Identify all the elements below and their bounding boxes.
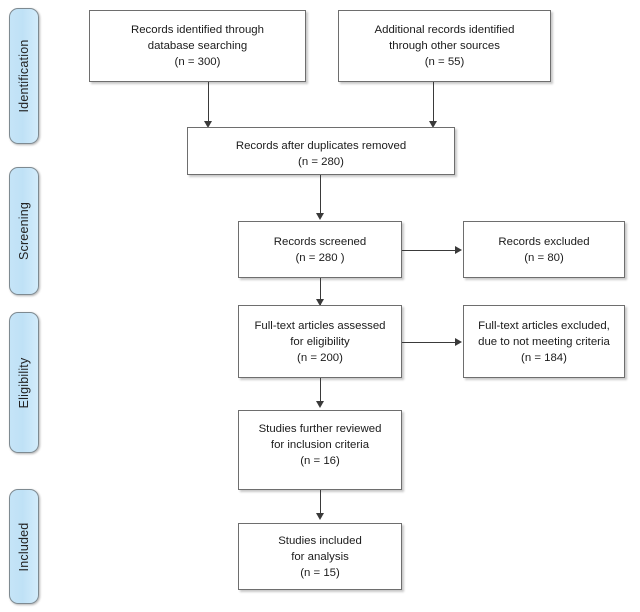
arrowhead-fulltext-to-excluded <box>455 337 462 346</box>
arrowhead-duplicates-to-screened <box>315 213 324 220</box>
node-duplicates-removed: Records after duplicates removed (n = 28… <box>187 127 455 175</box>
stage-label-eligibility: Eligibility <box>17 357 31 408</box>
stage-label-included: Included <box>17 522 31 571</box>
node-records-identified-text: Records identified through database sear… <box>131 24 264 68</box>
connector-fulltext-to-reviewed <box>320 378 321 406</box>
node-duplicates-removed-text: Records after duplicates removed (n = 28… <box>235 140 407 168</box>
node-fulltext-excluded: Full-text articles excluded, due to not … <box>463 305 625 378</box>
node-records-identified: Records identified through database sear… <box>89 10 306 82</box>
stage-label-screening: Screening <box>17 201 31 261</box>
connector-additional-records-to-duplicates <box>433 82 434 123</box>
node-additional-records-text: Additional records identified through ot… <box>374 24 515 68</box>
arrowhead-screened-to-fulltext <box>315 299 324 306</box>
arrowhead-fulltext-to-reviewed <box>315 401 324 408</box>
stage-tab-screening: Screening <box>9 167 39 295</box>
node-fulltext-excluded-text: Full-text articles excluded, due to not … <box>478 319 610 364</box>
arrowhead-reviewed-to-included <box>315 513 324 520</box>
node-studies-included-text: Studies included for analysis (n = 15) <box>278 534 362 579</box>
connector-records-identified-to-duplicates <box>208 82 209 123</box>
node-fulltext-assessed-text: Full-text articles assessed for eligibil… <box>254 319 386 364</box>
arrowhead-screened-to-excluded <box>455 245 462 254</box>
node-records-excluded: Records excluded (n = 80) <box>463 221 625 278</box>
connector-duplicates-to-screened <box>320 175 321 215</box>
connector-reviewed-to-included <box>320 490 321 516</box>
node-records-screened-text: Records screened (n = 280 ) <box>273 235 367 264</box>
stage-label-identification: Identification <box>17 39 31 113</box>
stage-tab-eligibility: Eligibility <box>9 312 39 453</box>
node-studies-reviewed-text: Studies further reviewed for inclusion c… <box>258 423 382 467</box>
connector-screened-to-fulltext <box>320 278 321 305</box>
node-studies-reviewed: Studies further reviewed for inclusion c… <box>238 410 402 490</box>
connector-screened-to-excluded <box>402 250 456 251</box>
stage-tab-included: Included <box>9 489 39 604</box>
node-fulltext-assessed: Full-text articles assessed for eligibil… <box>238 305 402 378</box>
arrowhead-records-identified-to-duplicates <box>203 121 212 128</box>
node-records-screened: Records screened (n = 280 ) <box>238 221 402 278</box>
node-records-excluded-text: Records excluded (n = 80) <box>498 235 590 264</box>
arrowhead-additional-records-to-duplicates <box>428 121 437 128</box>
node-additional-records: Additional records identified through ot… <box>338 10 551 82</box>
node-studies-included: Studies included for analysis (n = 15) <box>238 523 402 590</box>
stage-tab-identification: Identification <box>9 8 39 144</box>
connector-fulltext-to-excluded <box>402 342 456 343</box>
